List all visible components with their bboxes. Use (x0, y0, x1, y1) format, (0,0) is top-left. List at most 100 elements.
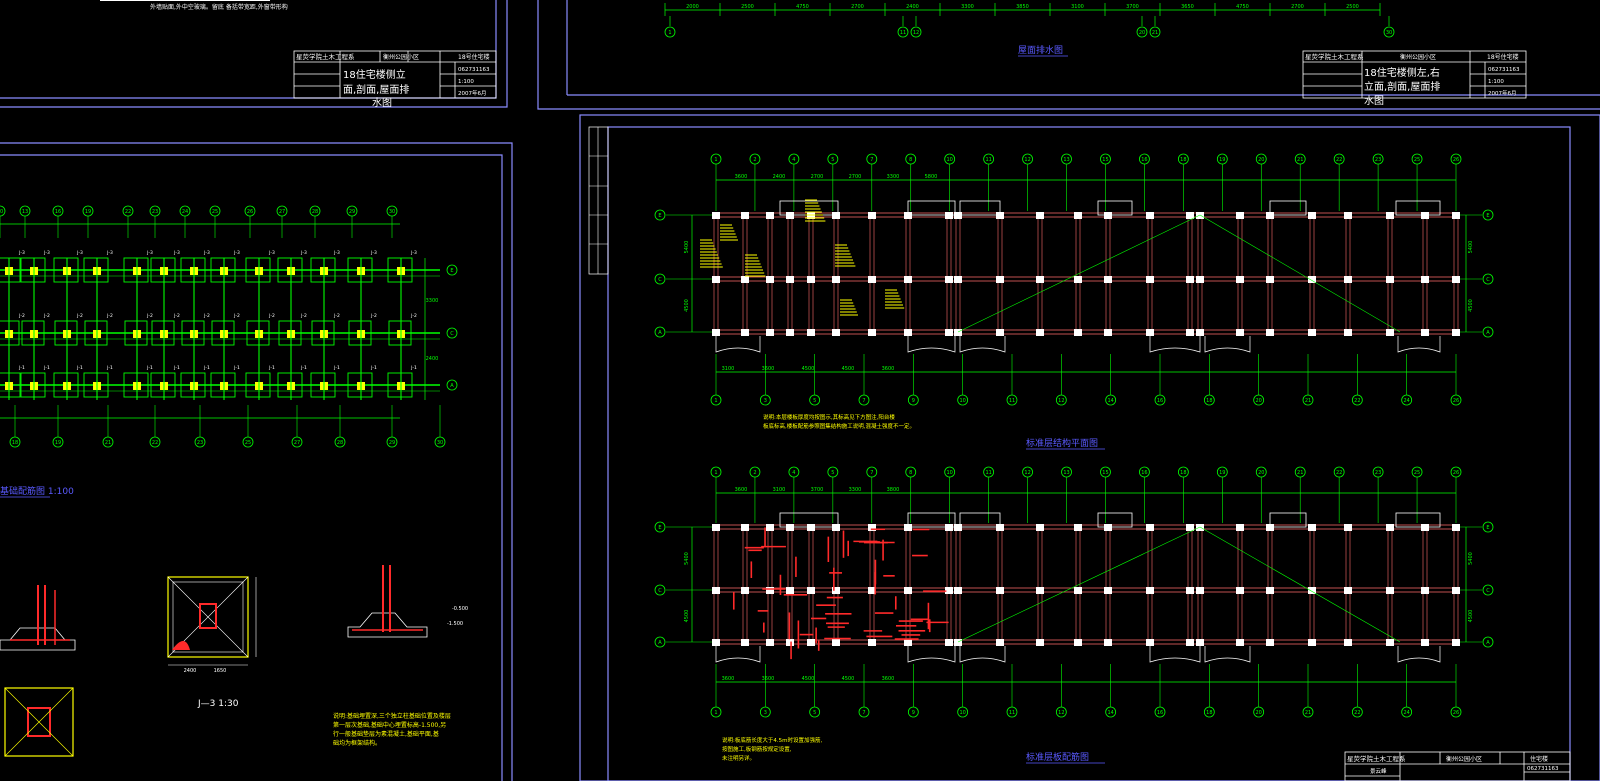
column (1186, 639, 1194, 646)
dimension-value: 3300 (961, 4, 974, 10)
dimension-value: 4750 (1236, 4, 1249, 10)
axis-label: 22 (1336, 157, 1342, 163)
axis-label: 22 (1354, 710, 1360, 716)
footing-tag: J-2 (203, 313, 210, 319)
footing-tag: J-3 (76, 250, 83, 256)
column (807, 639, 815, 646)
axis-label: 19 (1219, 157, 1225, 163)
tb-project: 衡州公园小区 (383, 53, 419, 61)
axis-label: 12 (1024, 470, 1030, 476)
axis-label: 26 (1453, 710, 1459, 716)
column (1386, 524, 1394, 531)
dimension-value: 3300 (426, 298, 439, 304)
column (868, 639, 876, 646)
axis-label: 1 (714, 710, 717, 716)
column (712, 329, 720, 336)
tb2-project: 衡州公园小区 (1400, 53, 1436, 61)
axis-label: 12 (913, 30, 919, 36)
axis-label: 16 (1157, 398, 1163, 404)
dimension-value: 3650 (1181, 4, 1194, 10)
tb-school: 星荧学院土木工程系 (296, 52, 355, 61)
dimension-value: 3600 (722, 676, 735, 682)
column (904, 639, 912, 646)
column (1421, 639, 1429, 646)
column (807, 329, 815, 336)
dimension-value: 3600 (762, 366, 775, 372)
dimension-value: 2700 (811, 174, 824, 180)
tb3-number: 062731163 (1527, 766, 1559, 772)
column (1266, 276, 1274, 283)
dimension-value: 3700 (811, 487, 824, 493)
column (1421, 587, 1429, 594)
column (1308, 212, 1316, 219)
axis-label: 18 (1180, 157, 1186, 163)
axis-label: E (658, 525, 661, 531)
axis-label: 24 (1403, 710, 1409, 716)
column (1236, 212, 1244, 219)
axis-label: 16 (1141, 157, 1147, 163)
elevation-tag: -1.500 (447, 621, 463, 627)
axis-label: 10 (959, 398, 965, 404)
axis-label: A (1486, 640, 1490, 646)
footing-tag: J-1 (410, 365, 417, 371)
column (1074, 212, 1082, 219)
dimension-value: 4500 (802, 676, 815, 682)
column (1386, 276, 1394, 283)
dimension-value: 3600 (735, 487, 748, 493)
dimension-value: 3100 (773, 487, 786, 493)
dimension-value: 3300 (849, 487, 862, 493)
axis-label: 7 (870, 470, 873, 476)
column (1308, 639, 1316, 646)
column (832, 639, 840, 646)
dimension-value: 2700 (849, 174, 862, 180)
column (712, 639, 720, 646)
top-left-note: 外墙贴面,外中空玻璃。留底 备括带宽距,外窗带形构 (150, 3, 288, 11)
axis-label: 15 (1102, 157, 1108, 163)
column (1266, 329, 1274, 336)
footing-tag: J-2 (18, 313, 25, 319)
axis-label: 18 (1206, 710, 1212, 716)
column (1236, 276, 1244, 283)
column (868, 212, 876, 219)
column (1236, 524, 1244, 531)
footing-tag: J-3 (146, 250, 153, 256)
footing-tag: J-2 (76, 313, 83, 319)
column (904, 276, 912, 283)
axis-label: 13 (1063, 470, 1069, 476)
tb-date: 2007年6月 (458, 89, 487, 97)
axis-label: 8 (909, 157, 912, 163)
axis-label: 22 (1354, 398, 1360, 404)
column (1104, 587, 1112, 594)
column (1074, 524, 1082, 531)
footing-tag: J-1 (203, 365, 210, 371)
column (1266, 639, 1274, 646)
footing-tag: J-2 (233, 313, 240, 319)
column (786, 276, 794, 283)
footing-tag: J-1 (233, 365, 240, 371)
axis-label: 26 (1453, 398, 1459, 404)
axis-label: 19 (1219, 470, 1225, 476)
roof-drainage-caption: 屋面排水图 (1018, 44, 1063, 56)
footing-tag: J-3 (43, 250, 50, 256)
column (1186, 276, 1194, 283)
column (945, 276, 953, 283)
dimension-value: 4500 (842, 676, 855, 682)
axis-label: 26 (247, 209, 253, 215)
footing-tag: J-2 (333, 313, 340, 319)
column (1452, 329, 1460, 336)
tb3-school: 星荧学院土木工程系 (1347, 754, 1406, 763)
footing-tag: J-2 (370, 313, 377, 319)
axis-label: 16 (1157, 710, 1163, 716)
footing-tag: J-2 (146, 313, 153, 319)
column (954, 639, 962, 646)
footing-tag: J-3 (300, 250, 307, 256)
axis-label: 21 (1297, 157, 1303, 163)
axis-label: C (1486, 277, 1490, 283)
dimension-value: 4500 (684, 610, 690, 623)
axis-label: 21 (1305, 398, 1311, 404)
column (868, 276, 876, 283)
column (1308, 329, 1316, 336)
footing-tag: J-3 (410, 250, 417, 256)
column (712, 587, 720, 594)
